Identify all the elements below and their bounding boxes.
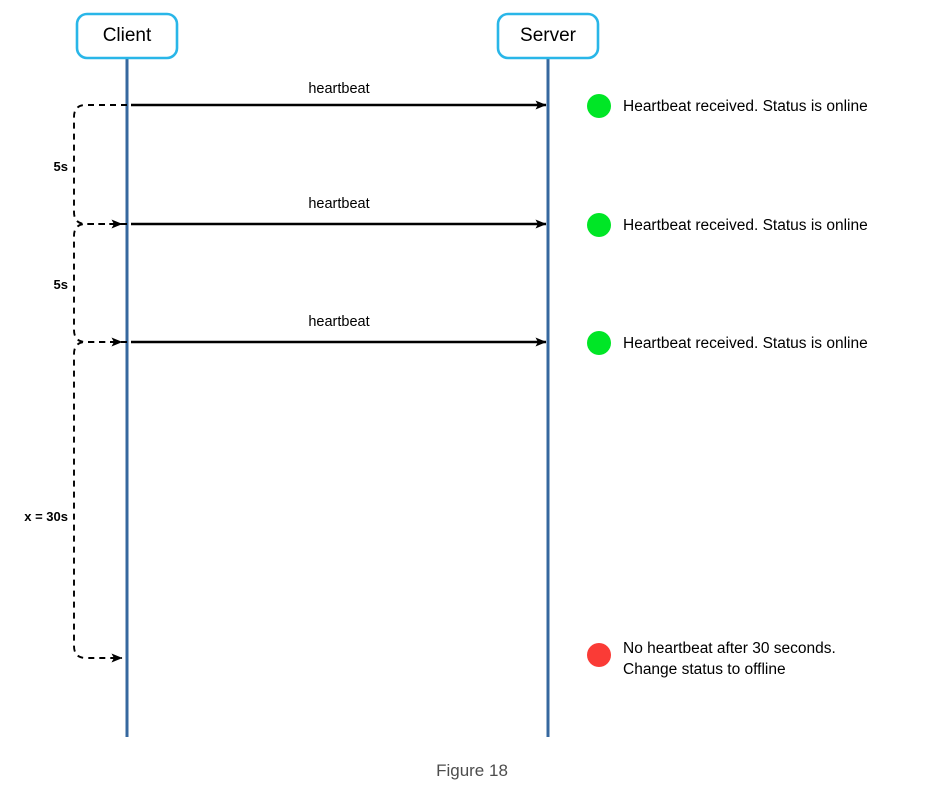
note-label-3: Heartbeat received. Status is online: [623, 335, 868, 352]
note-label-4-line1: No heartbeat after 30 seconds.: [623, 640, 836, 657]
message-label-hb3: heartbeat: [308, 314, 370, 330]
timer-label-3: x = 30s: [24, 509, 68, 524]
message-label-hb1: heartbeat: [308, 81, 370, 97]
actor-label-server: Server: [520, 25, 576, 46]
actor-box-server[interactable]: [496, 12, 600, 60]
status-dot-online-2: [587, 213, 611, 237]
message-label-hb2: heartbeat: [308, 196, 370, 212]
status-dot-online-1: [587, 94, 611, 118]
timer-loop-3: [73, 341, 127, 663]
status-dot-online-3: [587, 331, 611, 355]
timer-loop-1: [73, 104, 127, 229]
note-label-2: Heartbeat received. Status is online: [623, 217, 868, 234]
actor-label-client: Client: [102, 25, 152, 46]
timer-label-2: 5s: [53, 277, 68, 292]
note-label-1: Heartbeat received. Status is online: [623, 98, 868, 115]
actor-box-client[interactable]: [75, 12, 179, 60]
status-dot-offline: [587, 643, 611, 667]
figure-caption: Figure 18: [436, 761, 508, 780]
timer-loop-2: [73, 223, 127, 347]
timer-label-1: 5s: [53, 159, 68, 174]
note-label-4-line2: Change status to offline: [623, 661, 786, 678]
